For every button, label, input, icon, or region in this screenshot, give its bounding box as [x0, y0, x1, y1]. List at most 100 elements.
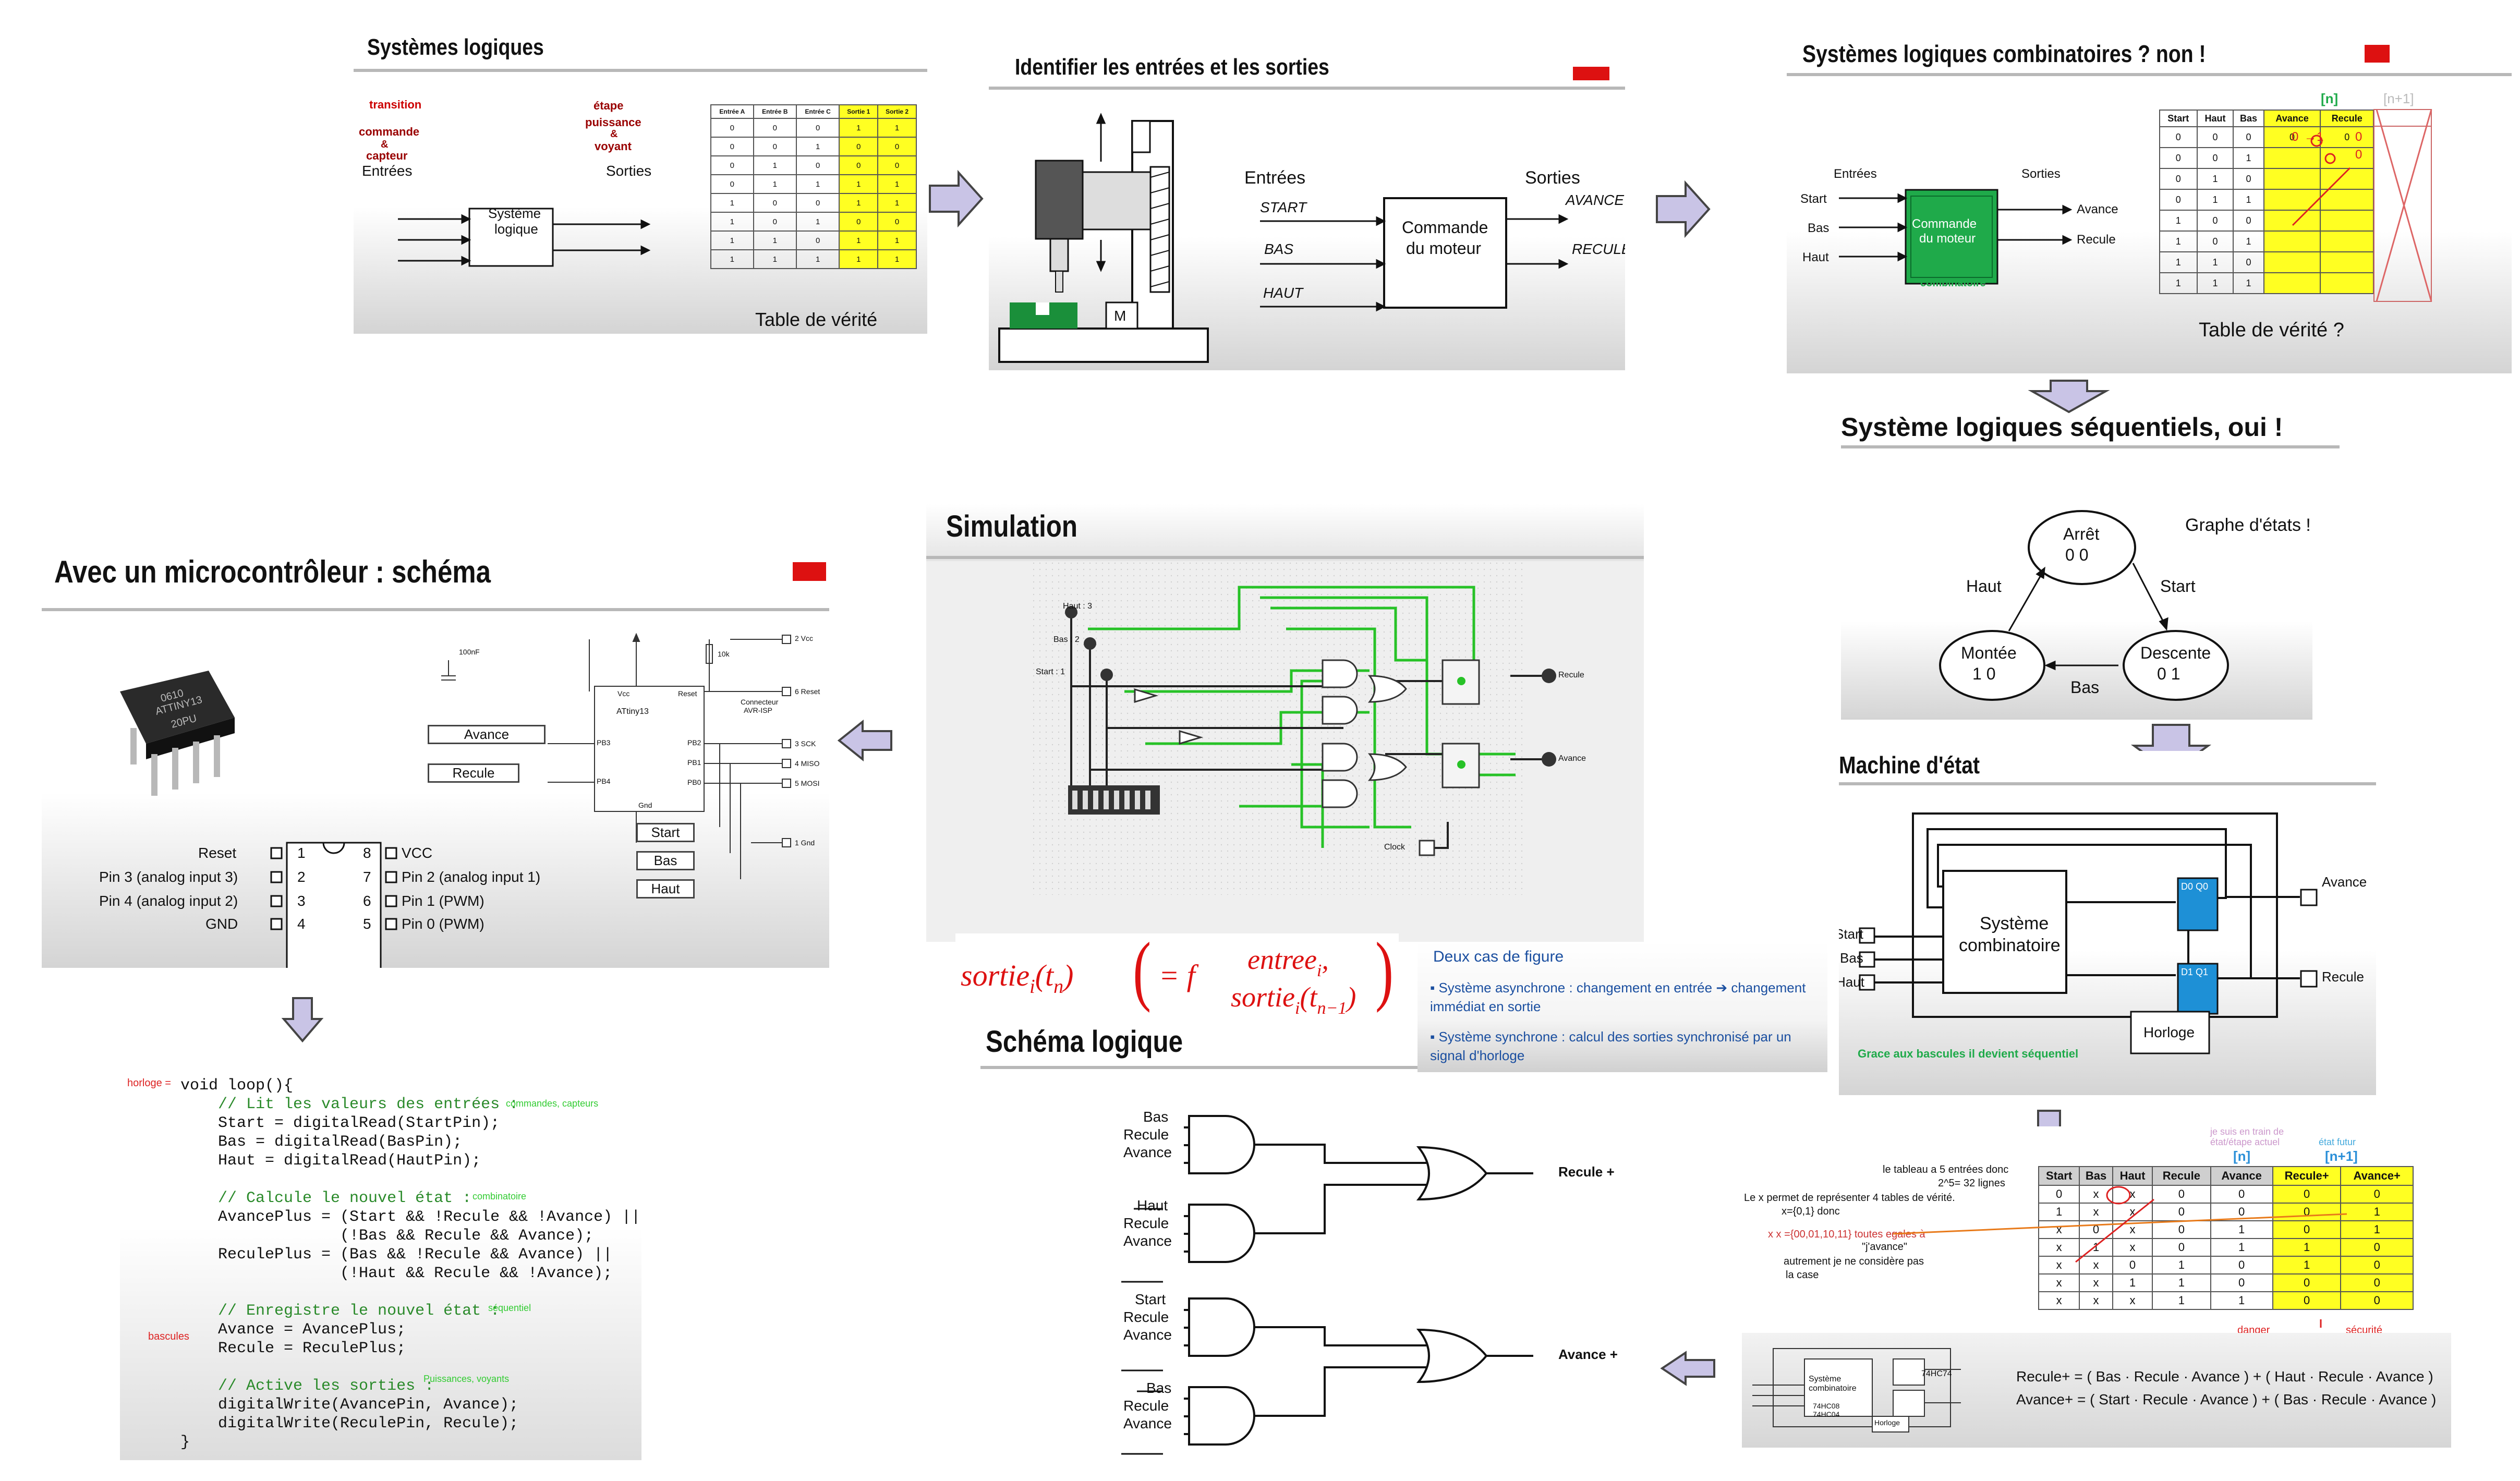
bigtable-cell: x — [2038, 1291, 2080, 1310]
sim-start: Start : 1 — [1036, 667, 1065, 676]
handwritten-notes: 0 →1 0 0 — [2292, 130, 2362, 226]
title-underline — [989, 87, 1625, 90]
s1-cell: 1 — [877, 193, 917, 213]
code-line: AvancePlus = (Start && !Recule && !Avanc… — [180, 1208, 641, 1226]
pin-vcc: Vcc — [617, 689, 630, 698]
bigtable-cell: 0 — [2340, 1256, 2414, 1274]
transition-haut: Haut — [1966, 577, 2002, 596]
s3-cell: 1 — [2159, 272, 2198, 294]
slide-state-graph: Graphe d'états ! Arrêt 0 0 Montée 1 0 De… — [1841, 485, 2312, 720]
conn-reset: 6 Reset — [795, 687, 820, 696]
s1-cell: 1 — [877, 230, 917, 250]
g4-in-1: Bas — [1146, 1380, 1172, 1396]
s3-cell: 1 — [2159, 210, 2198, 232]
conn-miso: 4 MISO — [795, 759, 820, 768]
s3-cell — [2263, 251, 2321, 273]
sim-clock: Clock — [1384, 843, 1406, 852]
input-bas: BAS — [1264, 241, 1294, 257]
pin-num-7: 7 — [363, 869, 371, 885]
input-bas: Bas — [1840, 950, 1863, 966]
combi-diagram — [1839, 189, 2073, 285]
s1-cell: 0 — [753, 137, 797, 156]
ff0-label: D0 Q0 — [2181, 881, 2209, 892]
table-annotations — [1893, 1186, 2347, 1328]
case-bullet-1: ▪ Système asynchrone : changement en ent… — [1430, 980, 1806, 1014]
pin-pb2: PB2 — [687, 738, 701, 747]
s3-header-4: Recule — [2320, 110, 2374, 127]
sim-bas: Bas : 2 — [1053, 635, 1080, 644]
s1-cell: 1 — [753, 155, 797, 175]
bigtable-cell: 0 — [2152, 1238, 2211, 1257]
s1-header-2: Entrée C — [795, 104, 840, 119]
arduino-code: void loop(){ // Lit les valeurs des entr… — [180, 1076, 640, 1452]
formula-lhs: sortiei(tn) — [961, 958, 1073, 998]
pin-num-4: 4 — [297, 916, 306, 932]
slide-title: Machine d'état — [1839, 751, 1980, 779]
s3-cell: 0 — [2159, 126, 2198, 148]
s1-header-3: Sortie 1 — [839, 104, 879, 119]
epfl-logo — [2365, 45, 2390, 63]
svg-text:0: 0 — [2355, 148, 2362, 162]
annotation-amp2: & — [610, 128, 618, 140]
output-recule-plus: Recule + — [1558, 1164, 1615, 1180]
state-montee: Montée — [1961, 644, 2017, 662]
g4-in-3: Avance — [1123, 1415, 1172, 1431]
inputs-label: Entrées — [1244, 168, 1306, 188]
annotation-etape: étape — [593, 99, 624, 112]
s1-cell: 1 — [753, 249, 797, 269]
input-bas: Bas — [1808, 221, 1830, 235]
box-label-2: du moteur — [1406, 239, 1482, 258]
pin-pb0: PB0 — [687, 778, 701, 786]
annotation-transition: transition — [369, 98, 422, 111]
s1-cell: 1 — [753, 174, 797, 194]
label-recule: Recule — [428, 763, 519, 783]
bigtable-cell: x — [2079, 1273, 2113, 1292]
sim-recule: Recule — [1558, 671, 1584, 679]
code-line: digitalWrite(ReculePin, Recule); — [180, 1415, 519, 1433]
flow-arrow-down-4 — [281, 997, 324, 1043]
label-avance: Avance — [428, 725, 546, 744]
pin-left-3: Pin 4 (analog input 2) — [99, 893, 238, 909]
slide-systemes-logiques: Systèmes logiques transition commande & … — [354, 31, 927, 334]
g1-in-3: Avance — [1123, 1144, 1172, 1160]
pin-num-1: 1 — [297, 845, 306, 861]
note-state: je suis en train de état/étape actuel — [2210, 1126, 2284, 1147]
s3-cell: 0 — [2233, 210, 2264, 232]
bigtable-cell: 1 — [2210, 1220, 2273, 1239]
command-diagram — [1260, 197, 1569, 312]
s1-cell: 1 — [877, 118, 917, 138]
slide-microcontroller: Avec un microcontrôleur : schéma 0610 AT… — [42, 551, 829, 968]
g1-in-1: Bas — [1143, 1109, 1169, 1125]
label-haut: Haut — [636, 879, 695, 899]
s3-cell: 0 — [2159, 189, 2198, 211]
bigtable-header-4: Avance — [2210, 1166, 2273, 1186]
slide-transition-table: je suis en train de état/étape actuel ét… — [1737, 1126, 2456, 1450]
bigtable-cell: 1 — [2272, 1256, 2342, 1274]
s1-cell: 1 — [877, 174, 917, 194]
pin-right-8: VCC — [402, 845, 433, 861]
s1-header-0: Entrée A — [710, 104, 754, 119]
s1-cell: 0 — [877, 155, 917, 175]
label-bas: Bas — [636, 851, 695, 870]
input-start: START — [1260, 199, 1307, 215]
bigtable-cell: 0 — [2272, 1220, 2342, 1239]
pin-num-8: 8 — [363, 845, 371, 861]
pin-pb4: PB4 — [597, 777, 611, 785]
sequential-title: Système logiques séquentiels, oui ! — [1841, 412, 2283, 442]
ann-combinatoire: combinatoire — [473, 1191, 527, 1201]
n1-label: [n+1] — [2383, 91, 2414, 106]
bigtable-header-1: Bas — [2079, 1166, 2113, 1186]
transition-start: Start — [2160, 577, 2196, 596]
mini-ic2: 74HC08 — [1813, 1402, 1840, 1410]
s1-cell: 1 — [795, 174, 840, 194]
flow-arrow-left-1 — [1660, 1351, 1715, 1386]
s1-cell: 1 — [710, 193, 754, 213]
table-note-3: Le x permet de représenter 4 tables de v… — [1744, 1192, 1955, 1204]
